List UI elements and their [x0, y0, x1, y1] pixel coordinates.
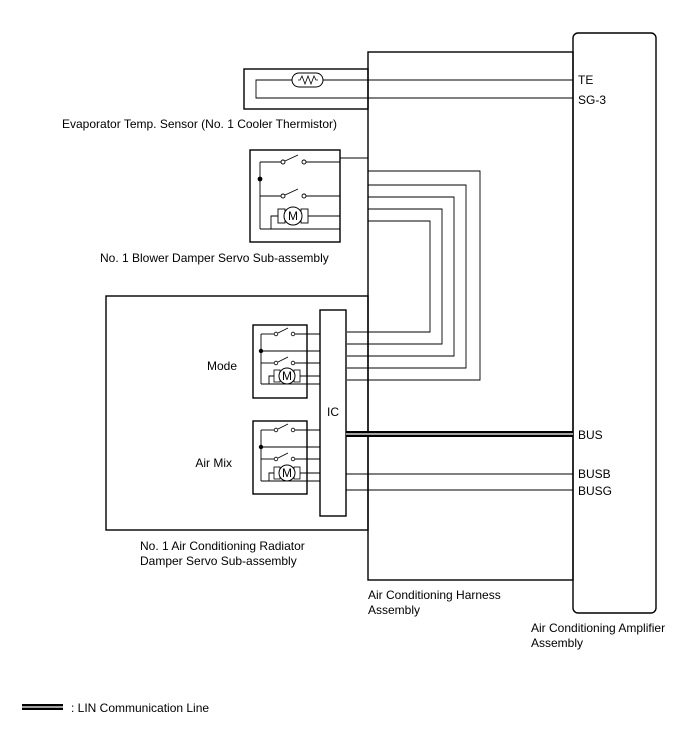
harness-label-line2: Assembly — [368, 603, 420, 617]
evaporator-sensor-label: Evaporator Temp. Sensor (No. 1 Cooler Th… — [62, 117, 337, 131]
amplifier-box — [572, 32, 657, 614]
air-mix-motor-symbol: M — [282, 466, 292, 480]
radiator-damper-servo: IC M — [105, 295, 369, 531]
air-mix-servo: M — [252, 420, 320, 495]
radiator-damper-label-line1: No. 1 Air Conditioning Radiator — [140, 539, 305, 553]
lin-bus-lines — [346, 431, 573, 491]
thermistor-icon — [291, 72, 324, 88]
harness-routing — [347, 170, 481, 381]
motor-icon — [278, 464, 296, 482]
blower-damper-label: No. 1 Blower Damper Servo Sub-assembly — [100, 251, 329, 265]
harness-label-line1: Air Conditioning Harness — [368, 588, 501, 602]
motor-icon — [278, 367, 296, 385]
pin-te: TE — [578, 73, 593, 87]
mode-servo: M — [252, 324, 320, 399]
pin-busb: BUSB — [578, 467, 611, 481]
junction-dot — [257, 176, 263, 182]
radiator-damper-label-line2: Damper Servo Sub-assembly — [140, 554, 297, 568]
evaporator-sensor-box — [243, 68, 369, 110]
ic-box — [319, 309, 347, 517]
air-mix-label: Air Mix — [195, 456, 232, 470]
pin-bus: BUS — [578, 428, 603, 442]
harness-box — [367, 51, 574, 581]
ic-label: IC — [327, 405, 339, 419]
motor-icon — [283, 206, 303, 226]
pin-sg3: SG-3 — [578, 93, 606, 107]
mode-label: Mode — [207, 359, 237, 373]
mode-motor-symbol: M — [282, 369, 292, 383]
legend: : LIN Communication Line — [22, 701, 209, 715]
legend-text: : LIN Communication Line — [71, 701, 209, 715]
pin-busg: BUSG — [578, 484, 612, 498]
blower-motor-symbol: M — [288, 209, 298, 223]
amplifier-label-line1: Air Conditioning Amplifier — [531, 621, 665, 635]
evaporator-sensor — [243, 68, 573, 110]
blower-damper-servo: M — [249, 149, 368, 243]
amplifier-label-line2: Assembly — [531, 636, 583, 650]
radiator-damper-box — [105, 295, 369, 531]
